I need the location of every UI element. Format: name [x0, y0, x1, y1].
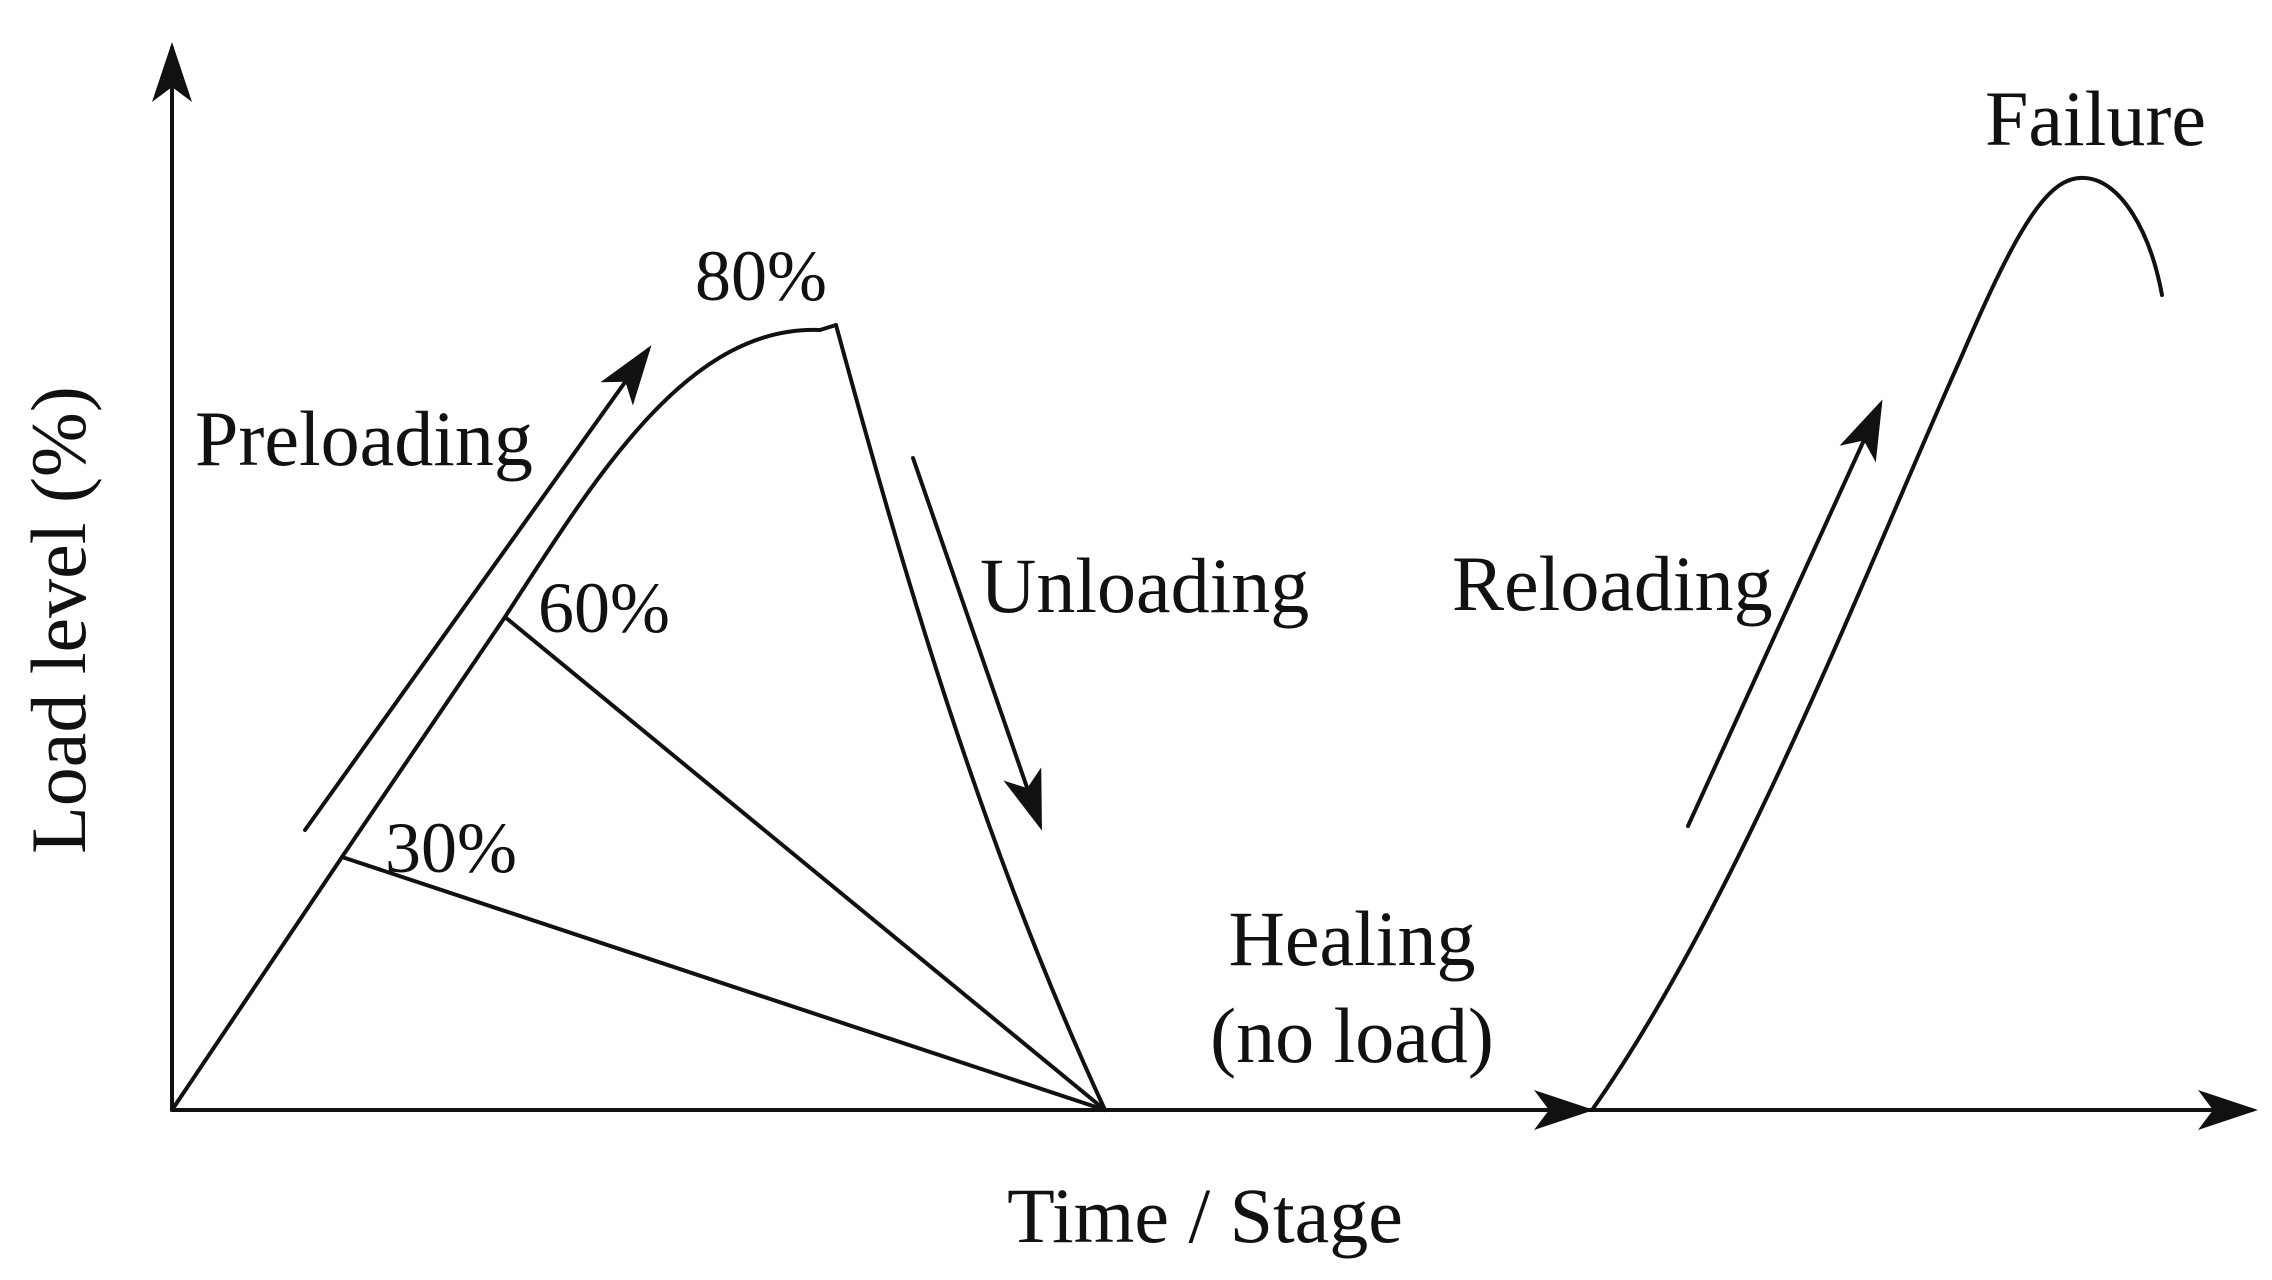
- healing-label-line1: Healing: [1229, 895, 1476, 982]
- unloading-label: Unloading: [980, 542, 1309, 629]
- level-label-30: 30%: [385, 808, 517, 888]
- y-axis-label: Load level (%): [15, 386, 102, 854]
- unloading-arrow: [911, 456, 1042, 831]
- preloading-arrow: [303, 345, 652, 832]
- level-label-80: 80%: [695, 236, 827, 316]
- reloading-curve: [1590, 175, 2164, 1112]
- preloading-label: Preloading: [195, 395, 533, 482]
- level-label-60: 60%: [538, 568, 670, 648]
- reloading-label: Reloading: [1452, 540, 1773, 627]
- preloading-curve: [170, 323, 838, 1112]
- unload-line-from-60: [503, 615, 1107, 1112]
- unload-line-from-30: [340, 855, 1107, 1112]
- x-axis-label: Time / Stage: [1007, 1172, 1403, 1259]
- failure-label: Failure: [1985, 75, 2206, 162]
- unloading-curve: [834, 323, 1107, 1112]
- healing-label-line2: (no load): [1210, 992, 1494, 1079]
- reloading-arrow: [1686, 399, 1883, 828]
